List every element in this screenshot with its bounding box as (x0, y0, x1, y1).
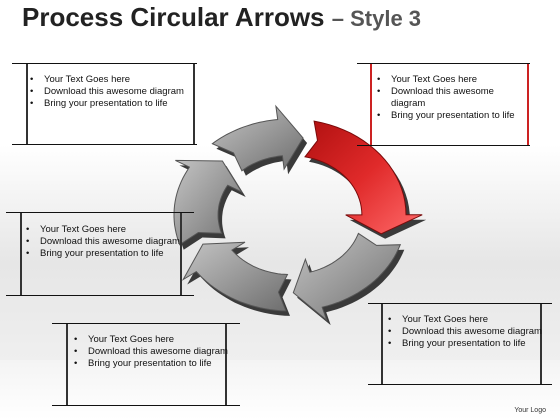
arrow-segment-highlight (304, 120, 423, 235)
bullet-list: Your Text Goes here Download this awesom… (368, 304, 552, 350)
bullet-item: Your Text Goes here (388, 314, 552, 326)
arrow-segment-bottom (181, 241, 289, 312)
box-left-bar (20, 213, 22, 295)
bullet-list: Your Text Goes here Download this awesom… (12, 64, 197, 110)
bullet-item: Bring your presentation to life (30, 98, 197, 110)
text-box-middle-left: Your Text Goes here Download this awesom… (6, 212, 194, 296)
bullet-item: Download this awesome diagram (26, 236, 194, 248)
bullet-item: Download this awesome diagram (377, 86, 530, 110)
bullet-list: Your Text Goes here Download this awesom… (52, 324, 240, 370)
bullet-item: Your Text Goes here (74, 334, 240, 346)
bullet-item: Bring your presentation to life (26, 248, 194, 260)
bullet-item: Download this awesome diagram (74, 346, 240, 358)
bullet-item: Bring your presentation to life (388, 338, 552, 350)
text-box-top-right: Your Text Goes here Download this awesom… (357, 63, 530, 146)
arrow-segment-top (211, 104, 304, 172)
text-box-top-left: Your Text Goes here Download this awesom… (12, 63, 197, 145)
bullet-list: Your Text Goes here Download this awesom… (6, 213, 194, 260)
text-box-bottom-right: Your Text Goes here Download this awesom… (368, 303, 552, 385)
box-left-bar (370, 64, 372, 145)
page-title: Process Circular Arrows – Style 3 (22, 2, 421, 33)
arrow-segment-right (292, 232, 402, 322)
bullet-item: Your Text Goes here (26, 224, 194, 236)
bullet-item: Bring your presentation to life (377, 110, 530, 122)
box-left-bar (66, 324, 68, 405)
text-box-bottom-left: Your Text Goes here Download this awesom… (52, 323, 240, 406)
box-left-bar (381, 304, 383, 384)
bullet-item: Your Text Goes here (30, 74, 197, 86)
box-left-bar (26, 64, 28, 144)
bullet-item: Your Text Goes here (377, 74, 530, 86)
bullet-item: Bring your presentation to life (74, 358, 240, 370)
bullet-list: Your Text Goes here Download this awesom… (357, 64, 530, 122)
bullet-item: Download this awesome diagram (30, 86, 197, 98)
background-floor (0, 360, 560, 420)
logo-text: Your Logo (514, 407, 546, 414)
bullet-item: Download this awesome diagram (388, 326, 552, 338)
title-sub: – Style 3 (331, 6, 422, 31)
title-main: Process Circular Arrows (22, 2, 325, 32)
